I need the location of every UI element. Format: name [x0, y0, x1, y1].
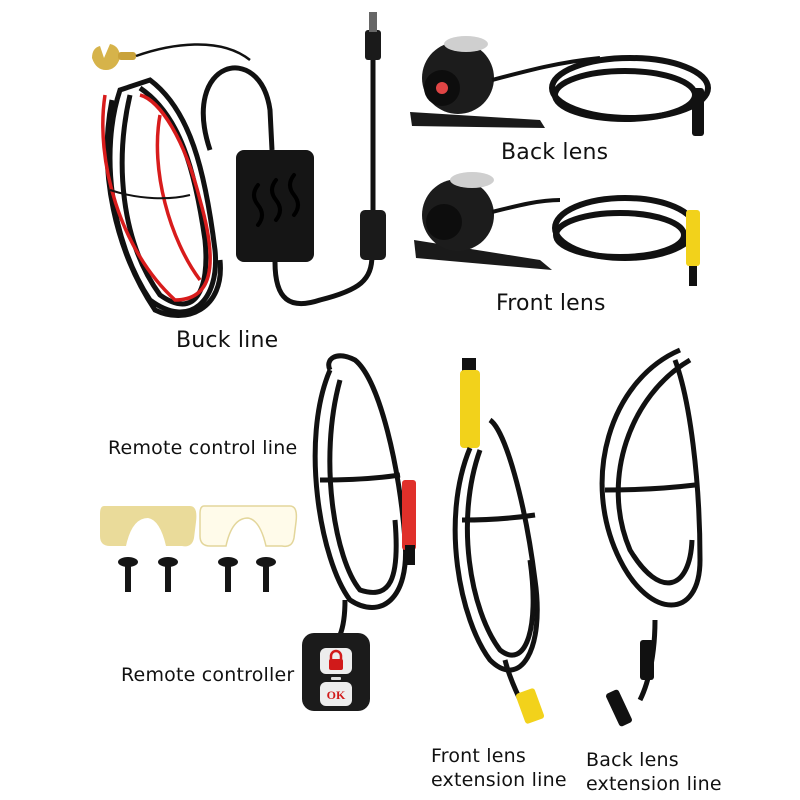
mounting-accessories-image [100, 505, 298, 592]
label-buck-line: Buck line [176, 328, 279, 353]
lock-icon [329, 649, 343, 660]
ferrite-core [360, 210, 386, 260]
red-connector [402, 480, 416, 550]
back-lens-image [410, 36, 711, 136]
back-lens-extension-line-image [599, 347, 703, 727]
label-back-lens-extension-line: Back lens extension line [586, 749, 722, 795]
buck-converter-box [236, 150, 314, 262]
spade-terminal-icon [92, 44, 120, 70]
label-front-lens: Front lens [496, 291, 606, 316]
front-lens-image [414, 172, 700, 286]
label-front-lens-extension-line: Front lens extension line [431, 745, 567, 791]
ok-button-label: OK [327, 688, 346, 702]
label-remote-controller: Remote controller [121, 664, 295, 686]
label-remote-control-line: Remote control line [108, 437, 298, 459]
dc-plug-icon [369, 12, 377, 32]
label-back-lens: Back lens [501, 140, 609, 165]
remote-controller-image: OK [302, 633, 370, 711]
remote-control-line-image [312, 353, 416, 636]
buck-line-image [92, 12, 386, 319]
front-lens-extension-line-image [452, 358, 545, 724]
yellow-connector [686, 210, 700, 266]
